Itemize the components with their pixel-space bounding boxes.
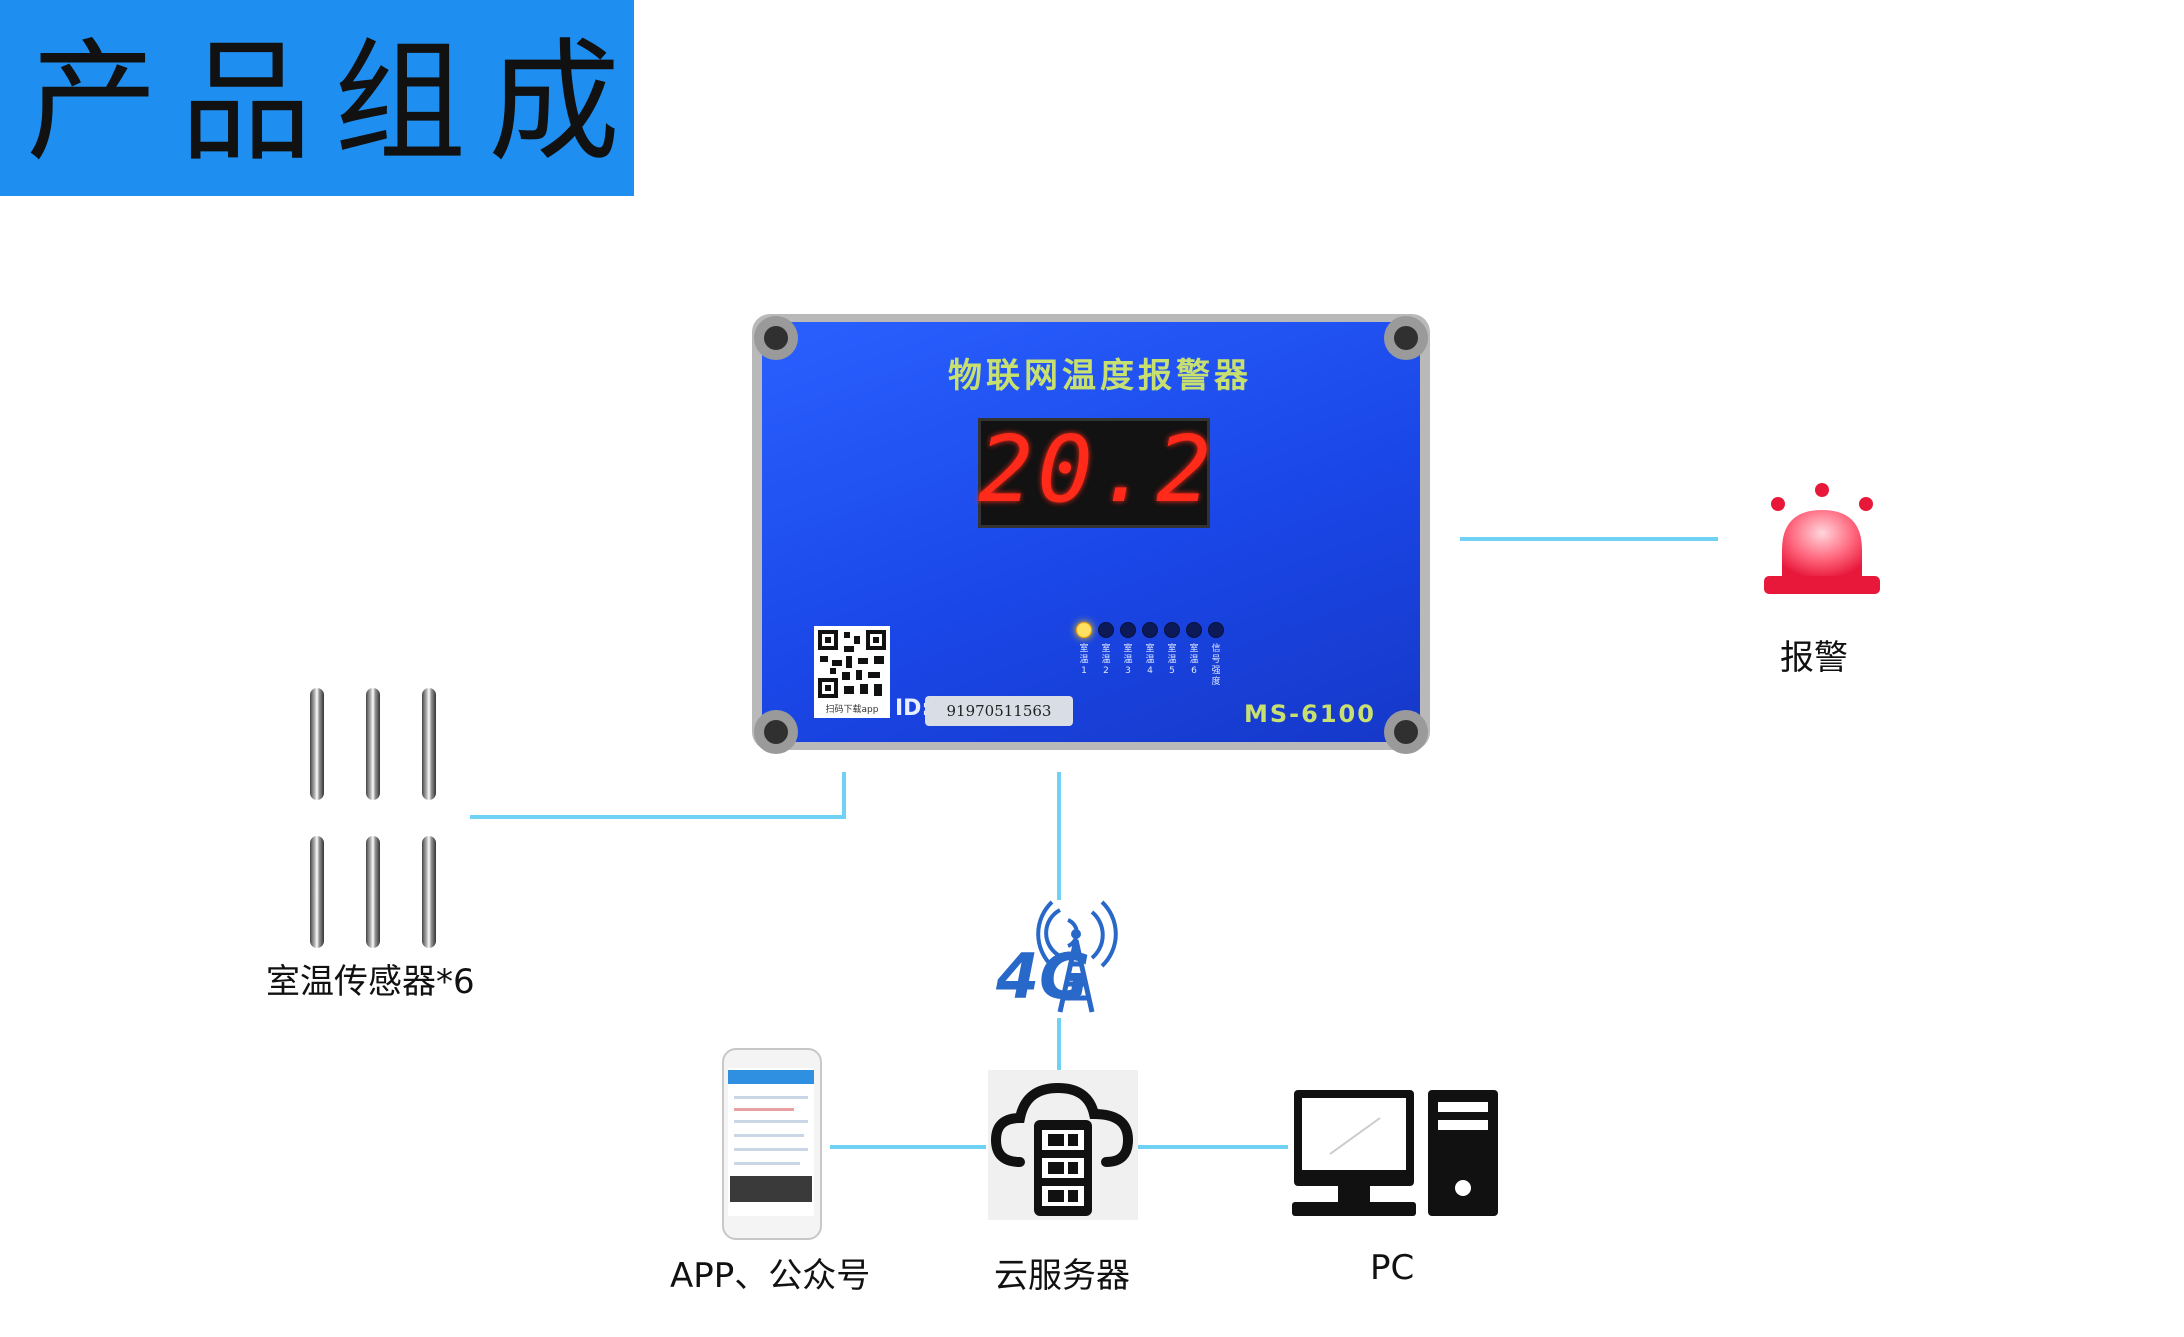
phone-content-line	[734, 1162, 800, 1165]
header-banner	[0, 0, 634, 196]
connector-sensors-vertical	[842, 772, 846, 819]
connector-sensors-horizontal	[470, 815, 846, 819]
screw-icon	[1384, 316, 1428, 360]
connector-device-4g	[1057, 772, 1061, 900]
led-label: 室温6	[1189, 644, 1199, 676]
app-label: APP、公众号	[670, 1256, 871, 1296]
connector-cloud-pc	[1136, 1145, 1288, 1149]
phone-content-line	[734, 1120, 808, 1123]
phone-content-line	[734, 1096, 808, 1099]
connector-app-cloud	[830, 1145, 986, 1149]
screw-icon	[1384, 710, 1428, 754]
phone-content-line	[734, 1134, 804, 1137]
qr-code-icon	[814, 626, 890, 702]
cloud-label: 云服务器	[994, 1256, 1130, 1296]
connector-4g-cloud	[1057, 1018, 1061, 1074]
qr-caption: 扫码下载app	[814, 702, 890, 718]
device-id-value: 91970511563	[925, 696, 1073, 726]
led-label: 室温3	[1123, 644, 1133, 676]
device-id-label: ID:	[895, 696, 931, 721]
led-indicator	[1208, 622, 1224, 638]
phone-app-header	[728, 1070, 814, 1084]
page-title: 产品组成	[26, 26, 642, 180]
pc-label: PC	[1370, 1248, 1415, 1288]
cloud-server-icon	[988, 1070, 1138, 1220]
alarm-label: 报警	[1780, 638, 1848, 678]
led-label: 室温1	[1079, 644, 1089, 676]
phone-content-line	[734, 1148, 808, 1151]
led-indicator	[1076, 622, 1092, 638]
desktop-computer-icon	[1290, 1088, 1502, 1218]
sensors-label: 室温传感器*6	[266, 962, 475, 1002]
led-label: 信号强度	[1211, 644, 1221, 687]
led-indicator	[1120, 622, 1136, 638]
led-label: 室温2	[1101, 644, 1111, 676]
temperature-display	[978, 418, 1210, 528]
screw-icon	[754, 316, 798, 360]
connector-device-alarm	[1460, 537, 1718, 541]
device-model: MS-6100	[1244, 700, 1376, 728]
cell-tower-icon	[994, 900, 1124, 1018]
temperature-probe-icon	[310, 836, 324, 948]
led-indicator	[1186, 622, 1202, 638]
temperature-probe-icon	[366, 688, 380, 800]
phone-content-line	[734, 1108, 794, 1111]
led-indicator	[1164, 622, 1180, 638]
screw-icon	[754, 710, 798, 754]
temperature-probe-icon	[422, 688, 436, 800]
led-indicator	[1098, 622, 1114, 638]
led-label: 室温4	[1145, 644, 1155, 676]
temperature-probe-icon	[310, 688, 324, 800]
phone-footer	[730, 1176, 812, 1202]
siren-icon	[1760, 480, 1884, 600]
led-indicator	[1142, 622, 1158, 638]
led-label: 室温5	[1167, 644, 1177, 676]
network-label: 4G	[996, 940, 1091, 1013]
temperature-probe-icon	[422, 836, 436, 948]
temperature-display-value: 20.2	[978, 416, 1216, 523]
device-title: 物联网温度报警器	[948, 356, 1252, 396]
temperature-probe-icon	[366, 836, 380, 948]
